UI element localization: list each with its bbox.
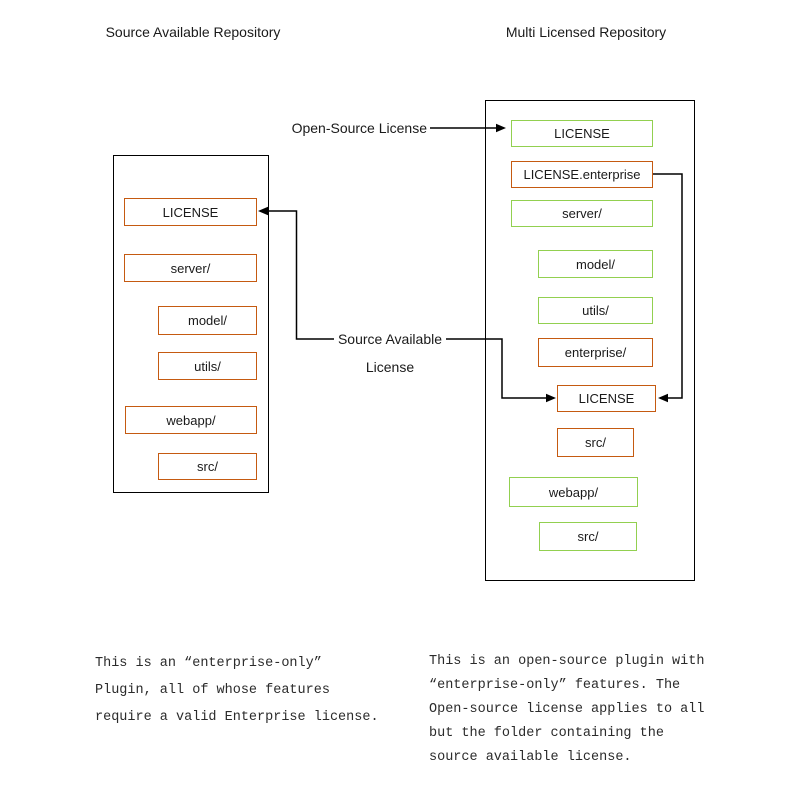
right-repo-box-license: LICENSE (511, 120, 653, 147)
note-line: This is an open-source plugin with (429, 654, 705, 669)
left-repo-box-model: model/ (158, 306, 257, 335)
right-repo-box-enterprise-src: src/ (557, 428, 634, 457)
note-line: but the folder containing the (429, 726, 664, 741)
note-line: source available license. (429, 750, 632, 765)
left-repo-box-license: LICENSE (124, 198, 257, 226)
open-source-license-label: Open-Source License (291, 120, 427, 136)
source-available-to-left-license-line (268, 210, 334, 340)
right-repo-container (485, 100, 695, 581)
note-line: Plugin, all of whose features (95, 683, 330, 698)
source-available-license-label-line2: License (365, 359, 415, 375)
right-repo-box-enterprise: enterprise/ (538, 338, 653, 367)
source-available-license-label-line1: Source Available (337, 331, 443, 347)
right-repo-box-model: model/ (538, 250, 653, 278)
note-line: Open-source license applies to all (429, 702, 705, 717)
left-repo-box-webapp: webapp/ (125, 406, 257, 434)
right-repo-box-enterprise-license: LICENSE (557, 385, 656, 412)
right-repo-box-webapp: webapp/ (509, 477, 638, 507)
left-repo-container (113, 155, 269, 493)
right-repo-box-license-enterprise: LICENSE.enterprise (511, 161, 653, 188)
note-line: require a valid Enterprise license. (95, 710, 379, 725)
right-repo-box-utils: utils/ (538, 297, 653, 324)
note-line: “enterprise-only” features. The (429, 678, 681, 693)
right-repo-note: This is an open-source plugin with “ente… (429, 650, 704, 770)
left-repo-note: This is an “enterprise-only” Plugin, all… (95, 650, 379, 731)
right-repo-box-server: server/ (511, 200, 653, 227)
left-repo-box-server: server/ (124, 254, 257, 282)
right-repo-box-src: src/ (539, 522, 637, 551)
note-line: This is an “enterprise-only” (95, 656, 322, 671)
right-repo-title: Multi Licensed Repository (505, 24, 667, 40)
left-repo-box-src: src/ (158, 453, 257, 480)
left-repo-box-utils: utils/ (158, 352, 257, 380)
left-repo-title: Source Available Repository (105, 24, 281, 40)
